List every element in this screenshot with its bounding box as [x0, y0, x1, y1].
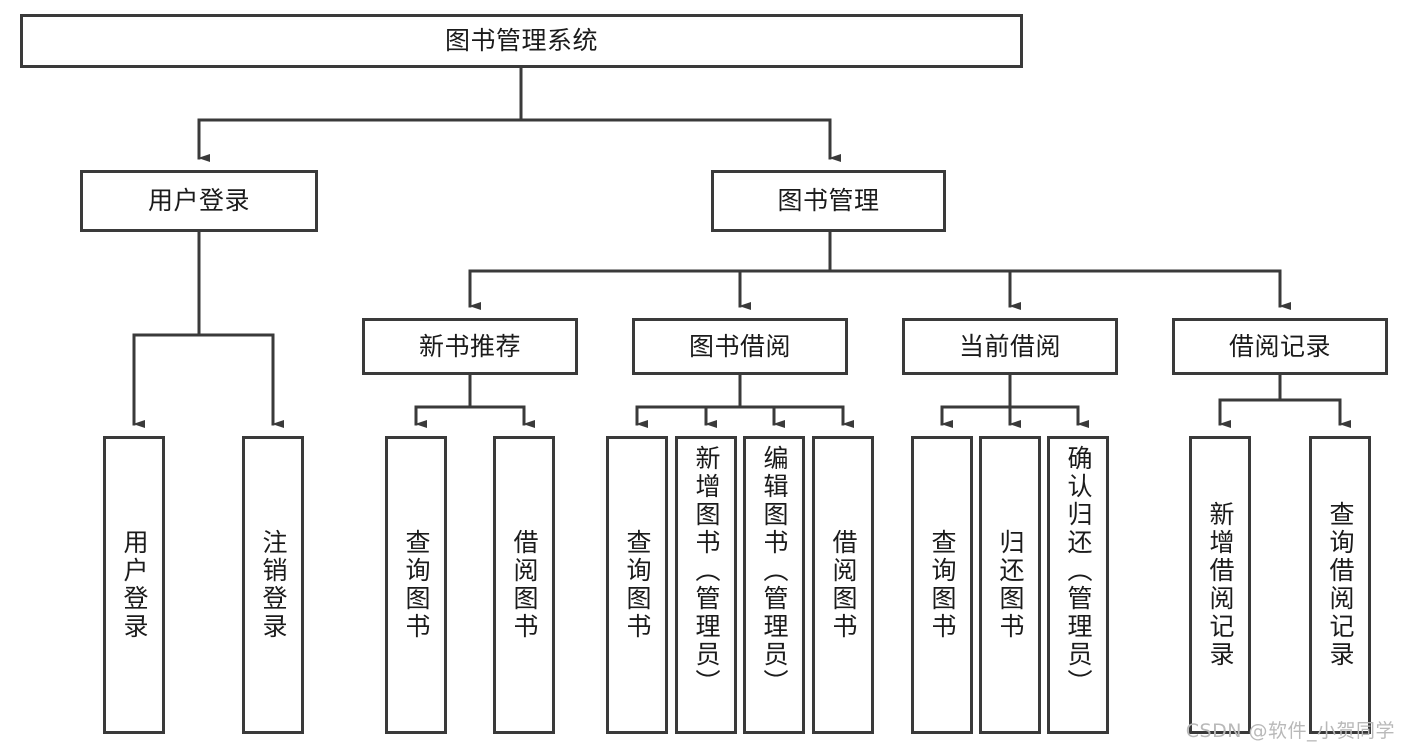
node-borrow-record-label: 借阅记录 — [1228, 331, 1331, 361]
leaf-query-book-borrow-label: 查询图书 — [623, 529, 652, 641]
node-book-borrow[interactable]: 图书借阅 — [632, 318, 848, 375]
leaf-query-book-current[interactable]: 查询图书 — [911, 436, 973, 734]
leaf-logout-label: 注销登录 — [259, 529, 288, 641]
csdn-watermark: CSDN @软件_小贺同学 — [1185, 720, 1395, 742]
leaf-borrow-book-recommend-label: 借阅图书 — [510, 529, 539, 641]
leaf-borrow-book-borrow[interactable]: 借阅图书 — [812, 436, 874, 734]
node-root-book-management-system[interactable]: 图书管理系统 — [20, 14, 1023, 68]
leaf-add-book-admin[interactable]: 新增图书（管理员） — [675, 436, 737, 734]
node-borrow-record[interactable]: 借阅记录 — [1172, 318, 1388, 375]
node-book-management-label: 图书管理 — [777, 186, 880, 215]
leaf-user-login[interactable]: 用户登录 — [103, 436, 165, 734]
node-book-borrow-label: 图书借阅 — [688, 331, 791, 361]
leaf-add-borrow-record[interactable]: 新增借阅记录 — [1189, 436, 1251, 734]
leaf-return-book[interactable]: 归还图书 — [979, 436, 1041, 734]
node-user-login-label: 用户登录 — [147, 186, 250, 215]
leaf-query-borrow-record[interactable]: 查询借阅记录 — [1309, 436, 1371, 734]
leaf-edit-book-admin-label: 编辑图书（管理员） — [760, 445, 789, 697]
leaf-add-book-admin-label: 新增图书（管理员） — [692, 445, 721, 697]
leaf-borrow-book-recommend[interactable]: 借阅图书 — [493, 436, 555, 734]
node-book-management[interactable]: 图书管理 — [711, 170, 946, 232]
node-current-borrow[interactable]: 当前借阅 — [902, 318, 1118, 375]
leaf-logout[interactable]: 注销登录 — [242, 436, 304, 734]
leaf-confirm-return-admin-label: 确认归还（管理员） — [1064, 445, 1093, 697]
node-current-borrow-label: 当前借阅 — [958, 331, 1061, 361]
leaf-query-borrow-record-label: 查询借阅记录 — [1326, 501, 1355, 669]
leaf-query-book-recommend-label: 查询图书 — [402, 529, 431, 641]
leaf-return-book-label: 归还图书 — [996, 529, 1025, 641]
leaf-add-borrow-record-label: 新增借阅记录 — [1206, 501, 1235, 669]
node-new-book-recommend[interactable]: 新书推荐 — [362, 318, 578, 375]
leaf-user-login-label: 用户登录 — [120, 529, 149, 641]
leaf-confirm-return-admin[interactable]: 确认归还（管理员） — [1047, 436, 1109, 734]
leaf-edit-book-admin[interactable]: 编辑图书（管理员） — [743, 436, 805, 734]
node-root-label: 图书管理系统 — [444, 26, 598, 55]
leaf-query-book-current-label: 查询图书 — [928, 529, 957, 641]
node-new-book-recommend-label: 新书推荐 — [418, 331, 521, 361]
leaf-query-book-recommend[interactable]: 查询图书 — [385, 436, 447, 734]
node-user-login[interactable]: 用户登录 — [80, 170, 318, 232]
leaf-borrow-book-borrow-label: 借阅图书 — [829, 529, 858, 641]
leaf-query-book-borrow[interactable]: 查询图书 — [606, 436, 668, 734]
